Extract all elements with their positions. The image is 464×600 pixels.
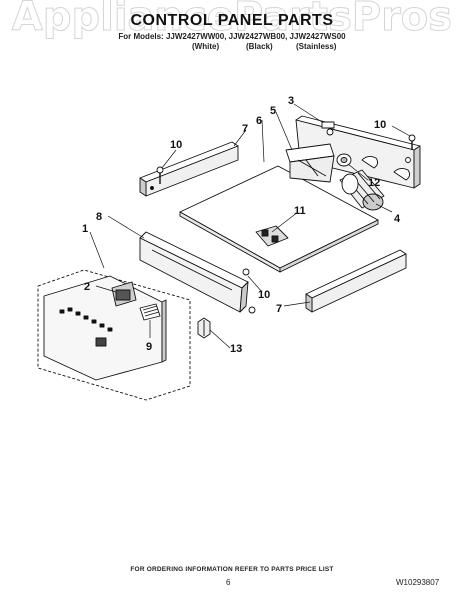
- callout-labels: 1 2 3 4 5 6 7 7 8 9 10 10 10 11 12 13: [82, 95, 401, 355]
- part-rear-bracket: [295, 115, 421, 189]
- watermark: AppliancePartsPros: [11, 0, 453, 41]
- callout-3: 3: [288, 95, 294, 107]
- callout-6: 6: [256, 115, 262, 127]
- page-title: CONTROL PANEL PARTS: [130, 12, 334, 29]
- part-small-bracket: [285, 143, 335, 183]
- part-clip: [197, 317, 211, 339]
- callout-10-right: 10: [374, 119, 386, 131]
- callout-13: 13: [230, 343, 242, 355]
- callout-1: 1: [82, 223, 88, 235]
- callout-2: 2: [84, 281, 90, 293]
- callout-10-left: 10: [170, 139, 182, 151]
- callout-7-lower: 7: [276, 303, 282, 315]
- part-front-trim: [139, 231, 249, 313]
- part-panel-base: [179, 165, 379, 273]
- callout-10-lower: 10: [258, 289, 270, 301]
- callout-11: 11: [294, 205, 306, 217]
- leader-lines: [89, 103, 411, 349]
- document-number: W10293807: [396, 578, 440, 587]
- callout-8: 8: [96, 211, 102, 223]
- part-side-trim-upper: [139, 141, 239, 197]
- part-screws: [156, 134, 416, 314]
- part-switch-assembly: [255, 225, 289, 247]
- model-list: For Models: JJW2427WW00, JJW2427WB00, JJ…: [118, 32, 346, 41]
- part-control-panel-group: [37, 269, 191, 401]
- part-side-trim-lower: [305, 249, 407, 313]
- page-number: 6: [226, 578, 231, 587]
- part-connector: [336, 153, 352, 167]
- part-cooling-fan: [339, 169, 385, 211]
- variant-white: (White): [192, 42, 220, 51]
- variant-black: (Black): [246, 42, 273, 51]
- ordering-note: FOR ORDERING INFORMATION REFER TO PARTS …: [130, 566, 334, 573]
- callout-9: 9: [146, 341, 152, 353]
- variant-stainless: (Stainless): [296, 42, 337, 51]
- callout-4: 4: [394, 213, 401, 225]
- callout-12: 12: [368, 177, 380, 189]
- callout-5: 5: [270, 105, 276, 117]
- callout-7-upper: 7: [242, 123, 248, 135]
